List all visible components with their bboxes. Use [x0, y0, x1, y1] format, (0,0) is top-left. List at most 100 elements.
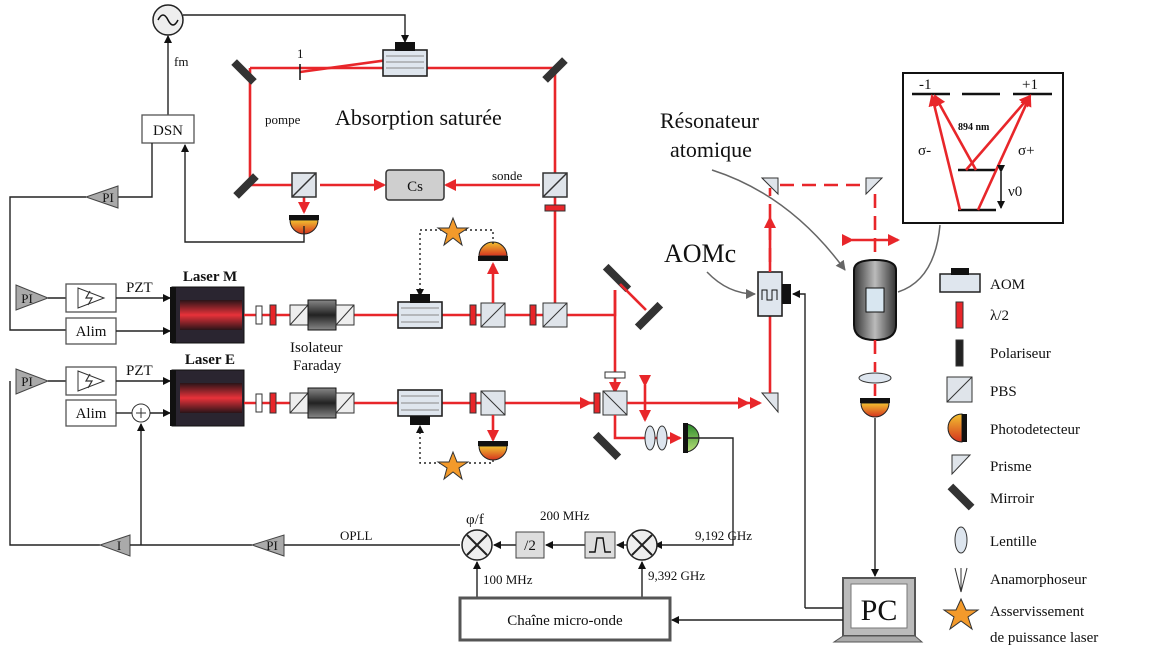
legend-pbs-label: PBS [990, 384, 1017, 400]
halfwave-plate-icon [529, 304, 537, 326]
lens-icon [644, 425, 656, 451]
integrator-amplifier [98, 534, 131, 557]
aom-icon [382, 42, 428, 77]
microwave-chain-box [458, 596, 672, 642]
star-icon [436, 216, 470, 247]
halfwave-plate-icon [269, 392, 277, 414]
legend-prism: Prisme [951, 454, 1032, 476]
photodetector-icon [860, 398, 890, 418]
pbs-icon [602, 390, 628, 416]
lens-icon [656, 425, 668, 451]
halfwave-plate-icon [593, 392, 601, 414]
faraday-isolator-m [289, 299, 355, 331]
fm-label: fm [174, 54, 188, 69]
integrator-label: I [117, 538, 121, 553]
laser-e: Laser E [170, 352, 245, 427]
absorption-title: Absorption saturée [335, 105, 502, 130]
star-icon [436, 450, 470, 481]
phase-detector-mixer [461, 529, 493, 561]
pbs-icon [480, 302, 506, 328]
level-plus1: +1 [1022, 77, 1038, 93]
legend-servo-label: Asservissement [990, 604, 1085, 620]
microwave-label: Chaîne micro-onde [507, 613, 623, 629]
photodetector-icon [478, 241, 508, 261]
isolator-label-1: Isolateur [290, 340, 342, 356]
nu0-label: ν0 [1008, 184, 1022, 200]
isolator-label-2: Faraday [293, 358, 342, 374]
sonde-label: sonde [492, 168, 523, 183]
prism-icon [865, 177, 884, 196]
pbs-icon [480, 390, 506, 416]
pzt-label-2: PZT [126, 363, 153, 379]
aomc-title: AOMc [664, 239, 736, 268]
legend-halfwave: λ/2 [955, 301, 1009, 329]
pi-label-2: PI [21, 291, 33, 306]
laser-e-label: Laser E [185, 352, 235, 368]
pc-label: PC [861, 594, 898, 627]
halfwave-plate-icon [269, 304, 277, 326]
laser-m-control: PI PZT Alim [15, 280, 171, 345]
legend-mirror: Mirroir [947, 483, 1034, 511]
pompe-label: pompe [265, 112, 301, 127]
legend-servo-label-2: de puissance laser [990, 630, 1098, 646]
legend-anamorph-label: Anamorphoseur [990, 572, 1087, 588]
halfwave-plate-icon [469, 304, 477, 326]
opll-label: OPLL [340, 528, 373, 543]
legend-aom: AOM [939, 268, 1025, 293]
level-minus1: -1 [919, 77, 932, 93]
pi-label-1: PI [102, 190, 114, 205]
alim-label-1: Alim [76, 324, 107, 340]
aom-icon [397, 294, 443, 329]
alim-label-2: Alim [76, 406, 107, 422]
legend-prism-label: Prisme [990, 459, 1032, 475]
anamorph-icon [255, 393, 263, 413]
cs-cell [385, 169, 445, 201]
legend-photodetector-label: Photodetecteur [990, 422, 1080, 438]
legend-aom-label: AOM [990, 277, 1025, 293]
laser-m: Laser M [170, 269, 245, 344]
phi-f-label: φ/f [466, 512, 484, 528]
legend-pbs: PBS [946, 376, 1017, 403]
pc-icon: PC [832, 577, 924, 643]
pi-label-3: PI [21, 374, 33, 389]
sigma-plus: σ+ [1018, 143, 1035, 159]
dsn-box [141, 114, 195, 144]
ghz9392-label: 9,392 GHz [648, 568, 705, 583]
faraday-isolator-e [289, 387, 355, 419]
resonator-title-1: Résonateur [660, 108, 760, 133]
mhz200-label: 200 MHz [540, 508, 590, 523]
sigma-minus: σ- [918, 143, 931, 159]
legend-polarizer: Polariseur [955, 339, 1051, 367]
beam-one-label: 1 [297, 46, 304, 61]
legend-servo: Asservissement de puissance laser [942, 597, 1098, 646]
photodetector-icon [478, 441, 508, 461]
mixer-icon [626, 529, 658, 561]
legend: AOM λ/2 Polariseur PBS Photodetecteur Pr… [939, 268, 1098, 646]
anamorph-icon [255, 305, 263, 325]
halfwave-plate-icon [544, 204, 566, 212]
ghz9192-label: 9,192 GHz [695, 528, 752, 543]
resonator-title-2: atomique [670, 137, 752, 162]
lens-icon [858, 372, 892, 384]
aomc-icon [757, 271, 791, 317]
pi-label-4: PI [266, 538, 278, 553]
cs-label: Cs [407, 179, 423, 195]
divider-label: /2 [524, 538, 536, 554]
legend-photodetector: Photodetecteur [947, 413, 1080, 443]
atomic-cell-icon [853, 258, 897, 342]
mirror-icon [602, 263, 632, 293]
legend-halfwave-label: λ/2 [990, 308, 1009, 324]
mirror-icon [592, 431, 622, 461]
saturated-absorption-block: Cs Absorption saturée pompe sonde 1 [248, 46, 557, 312]
legend-anamorph: Anamorphoseur [954, 567, 1087, 593]
mhz100-label: 100 MHz [483, 572, 533, 587]
prism-icon [760, 392, 779, 414]
mirror-icon [231, 57, 568, 199]
pbs-icon [291, 172, 568, 198]
wavelength-label: 894 nm [958, 122, 990, 133]
pi-amplifier-top [84, 185, 119, 209]
legend-lens-label: Lentille [990, 534, 1037, 550]
legend-lens: Lentille [954, 526, 1037, 554]
divider-box [515, 531, 545, 559]
